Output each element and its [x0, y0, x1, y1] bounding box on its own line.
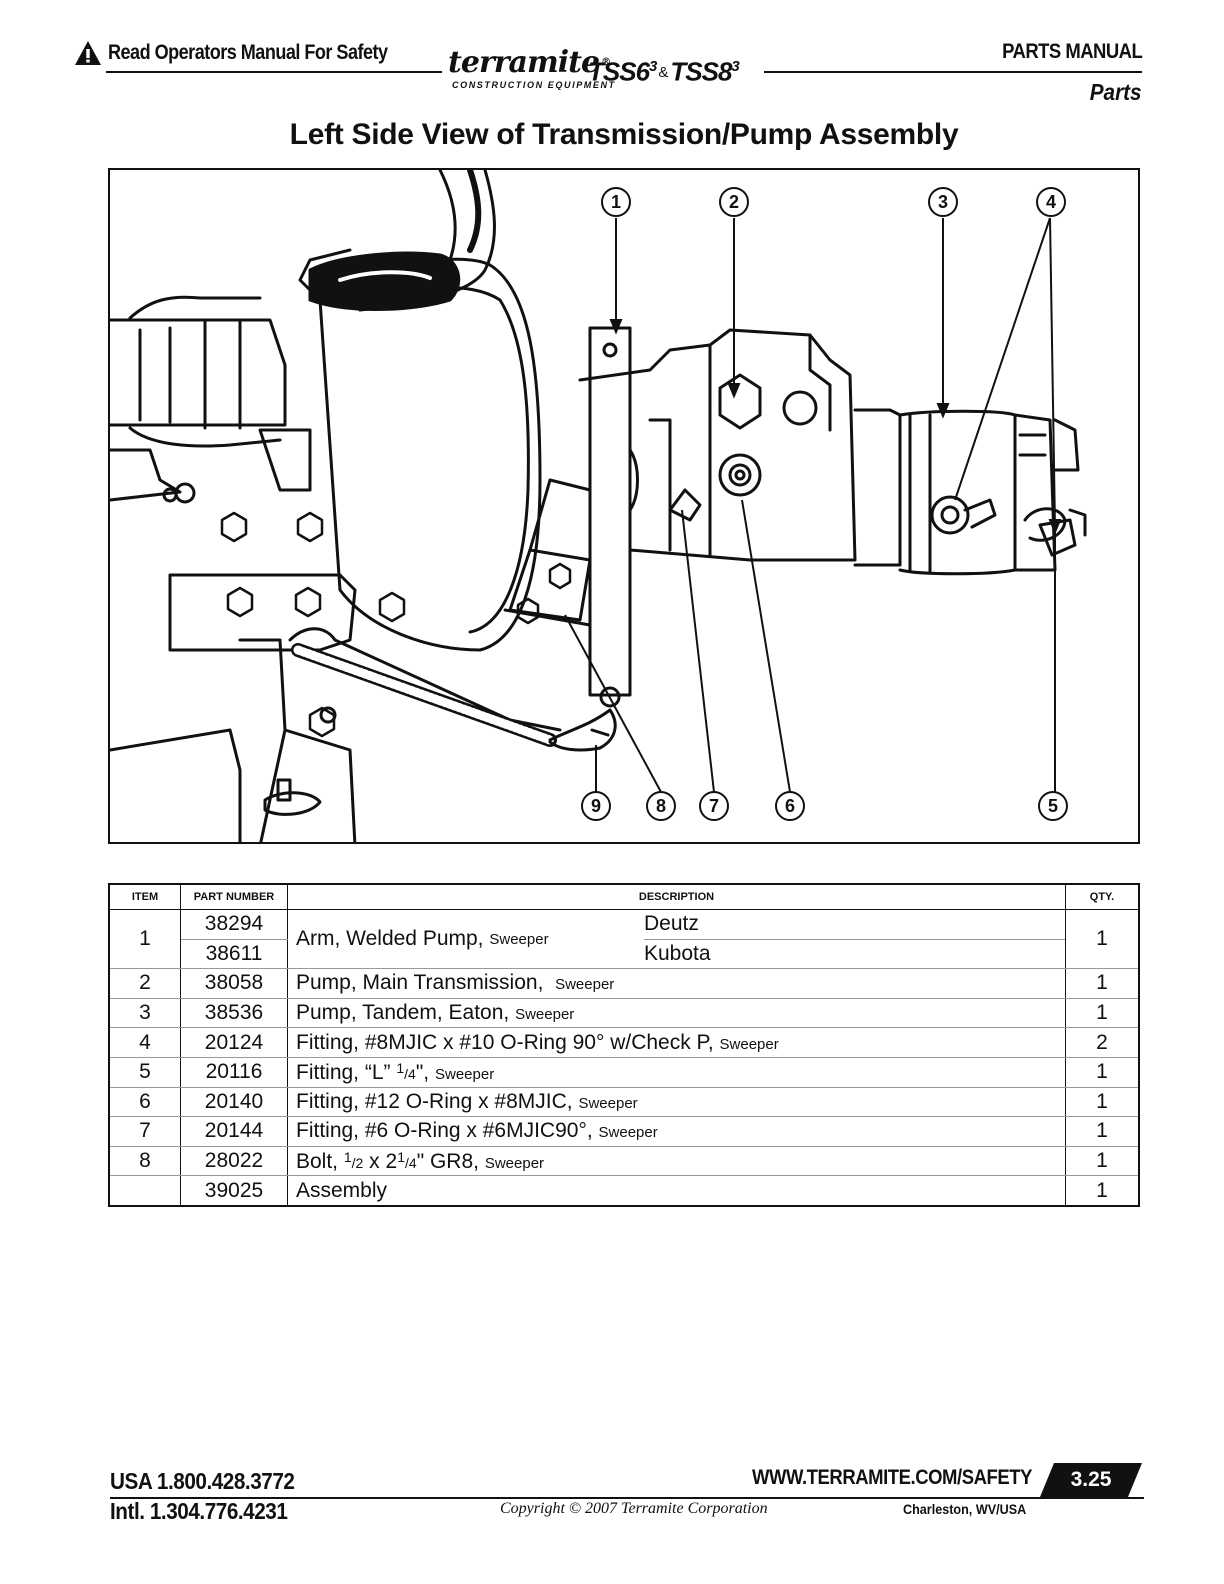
manual-label: PARTS MANUAL [1001, 40, 1143, 63]
page-number: 3.25 [1040, 1463, 1142, 1497]
engine-deutz: Deutz [644, 910, 1065, 940]
leader-lines [564, 217, 1062, 793]
description-cell: Pump, Tandem, Eaton, Sweeper [287, 998, 1066, 1029]
qty-cell: 1 [1065, 1146, 1140, 1177]
callout-4: 4 [1036, 187, 1066, 217]
col-part-number-header: PART NUMBER [180, 883, 288, 910]
registered-icon: ® [601, 57, 611, 68]
description-cell: Bolt, 1/2 x 21/4" GR8, Sweeper [287, 1146, 1066, 1177]
footer-rule [110, 1497, 1144, 1499]
brand-name: terramite [448, 45, 600, 80]
part-number-cell: 39025 [180, 1175, 288, 1207]
item-cell: 5 [108, 1057, 181, 1088]
qty-cell: 2 [1065, 1027, 1140, 1058]
intl-phone: Intl. 1.304.776.4231 [110, 1498, 288, 1524]
callout-7: 7 [699, 791, 729, 821]
safety-warning-text: Read Operators Manual For Safety [108, 41, 388, 64]
description-cell: Pump, Main Transmission, Sweeper [287, 968, 1066, 999]
qty-cell: 1 [1065, 968, 1140, 999]
description-cell: Fitting, “L” 1/4", Sweeper [287, 1057, 1066, 1088]
model-tss6: TSS63 [588, 56, 657, 87]
header-rule-right [764, 71, 1142, 73]
item-cell: 4 [108, 1027, 181, 1058]
table-row: 4 20124 Fitting, #8MJIC x #10 O-Ring 90°… [108, 1027, 1140, 1058]
header-rule-left [106, 71, 442, 73]
qty-cell: 1 [1065, 1175, 1140, 1207]
col-item-header: ITEM [108, 883, 181, 910]
description-cell: Fitting, #8MJIC x #10 O-Ring 90° w/Check… [287, 1027, 1066, 1058]
table-row: 38611 [109, 939, 1139, 970]
ampersand: & [658, 63, 669, 81]
part-number-cell: 20140 [180, 1087, 288, 1118]
location: Charleston, WV/USA [903, 1501, 1027, 1517]
qty-cell: 1 [1065, 1116, 1140, 1147]
callout-8: 8 [646, 791, 676, 821]
page-title: Left Side View of Transmission/Pump Asse… [289, 118, 959, 151]
callout-1: 1 [601, 187, 631, 217]
part-number-cell: 20124 [180, 1027, 288, 1058]
table-row: 5 20116 Fitting, “L” 1/4", Sweeper 1 [108, 1057, 1140, 1088]
description-cell: Fitting, #12 O-Ring x #8MJIC, Sweeper [287, 1087, 1066, 1118]
part-number-cell: 28022 [180, 1146, 288, 1177]
item-cell: 8 [108, 1146, 181, 1177]
parts-table: ITEM PART NUMBER DESCRIPTION QTY. 1 3829… [108, 883, 1140, 1207]
description-cell: Assembly [287, 1175, 1066, 1207]
assembly-diagram: 1 2 3 4 5 6 7 8 9 [108, 168, 1140, 844]
callout-6: 6 [775, 791, 805, 821]
part-number-cell: 38058 [180, 968, 288, 999]
section-label: Parts [1090, 79, 1142, 105]
transmission-pump-drawing [110, 170, 1087, 842]
table-row: 39025 Assembly 1 [108, 1175, 1140, 1207]
part-number-cell: 38294 [180, 909, 288, 940]
callout-9: 9 [581, 791, 611, 821]
safety-warning: Read Operators Manual For Safety [74, 40, 433, 66]
qty-cell: 1 [1065, 1057, 1140, 1088]
col-qty-header: QTY. [1065, 883, 1140, 910]
part-number-cell: 38536 [180, 998, 288, 1029]
item-cell: 3 [108, 998, 181, 1029]
callout-3: 3 [928, 187, 958, 217]
table-row: 8 28022 Bolt, 1/2 x 21/4" GR8, Sweeper 1 [108, 1146, 1140, 1177]
model-logos: TSS63 & TSS83 [588, 54, 740, 87]
part-number-cell: 20116 [180, 1057, 288, 1088]
brand-logo: terramite® CONSTRUCTION EQUIPMENT [448, 45, 616, 91]
model-tss8: TSS83 [670, 56, 739, 87]
part-number-cell: 20144 [180, 1116, 288, 1147]
table-header-row: ITEM PART NUMBER DESCRIPTION QTY. [108, 883, 1140, 910]
col-description-header: DESCRIPTION [287, 883, 1066, 910]
usa-phone: USA 1.800.428.3772 [110, 1468, 295, 1494]
description-cell: Arm, Welded Pump, Sweeper Deutz Kubota [287, 909, 1066, 970]
part-number-cell: 38611 [180, 939, 288, 970]
copyright: Copyright © 2007 Terramite Corporation [500, 1500, 768, 1517]
warning-triangle-icon [75, 41, 101, 65]
table-row: 2 38058 Pump, Main Transmission, Sweeper… [108, 968, 1140, 999]
description-cell: Fitting, #6 O-Ring x #6MJIC90°, Sweeper [287, 1116, 1066, 1147]
table-row: 6 20140 Fitting, #12 O-Ring x #8MJIC, Sw… [108, 1087, 1140, 1118]
item-cell: 6 [108, 1087, 181, 1118]
qty-cell: 1 [1065, 998, 1140, 1029]
table-row: 3 38536 Pump, Tandem, Eaton, Sweeper 1 [108, 998, 1140, 1029]
callout-2: 2 [719, 187, 749, 217]
safety-website[interactable]: WWW.TERRAMITE.COM/SAFETY [752, 1466, 1032, 1489]
table-row: 7 20144 Fitting, #6 O-Ring x #6MJIC90°, … [108, 1116, 1140, 1147]
table-row: 1 38294 Arm, Welded Pump, Sweeper Deutz … [108, 909, 1140, 970]
callout-5: 5 [1038, 791, 1068, 821]
item-cell: 7 [108, 1116, 181, 1147]
engine-kubota: Kubota [644, 941, 711, 965]
qty-cell: 1 [1065, 909, 1140, 970]
item-cell [108, 1175, 181, 1207]
brand-subtitle: CONSTRUCTION EQUIPMENT [452, 80, 616, 90]
item-cell: 1 [108, 909, 181, 970]
item-cell: 2 [108, 968, 181, 999]
qty-cell: 1 [1065, 1087, 1140, 1118]
